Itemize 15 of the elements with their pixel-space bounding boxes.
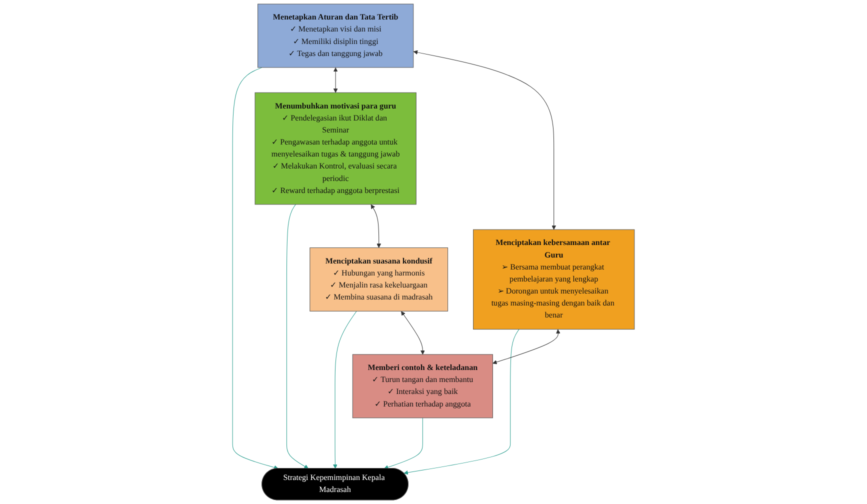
arrow — [333, 67, 338, 93]
arrow — [401, 311, 425, 355]
arrow — [413, 50, 556, 230]
arrow — [370, 204, 382, 248]
node-box: Menciptakan kebersamaan antar Guru ➢ Bersama membuat perangkat pembelajaran yang lengkap ➢ Dorongan untuk menyelesaikan tugas masing-masing dengan baik dan benar — [473, 229, 635, 330]
arrow — [232, 67, 278, 470]
arrow — [286, 204, 309, 469]
arrow — [404, 329, 520, 475]
node-box: Menciptakan suasana kondusif ✓ Hubungan yang harmonis ✓ Menjalin rasa kekeluargaan ✓ Membina suasana di madrasah — [310, 247, 448, 312]
node-box: Menetapkan Aturan dan Tata Tertib ✓ Menetapkan visi dan misi ✓ Memiliki disiplin tinggi ✓ Tegas dan tanggung jawab — [258, 4, 414, 68]
arrow — [384, 418, 423, 470]
arrow — [492, 329, 560, 364]
arrow — [332, 310, 357, 469]
node-box: Menumbuhkan motivasi para guru ✓ Pendelegasian ikut Diklat dan Seminar ✓ Pengawasan terhadap anggota untuk menyelesaikan tugas & tanggung jawab ✓ Melakukan Kontrol, evaluasi secara periodic ✓ Reward terhadap anggota berprestasi — [254, 92, 416, 205]
node-box: Memberi contoh & keteladanan ✓ Turun tangan dan membantu ✓ Interaksi yang baik ✓ Perhatian terhadap anggota — [352, 354, 493, 418]
